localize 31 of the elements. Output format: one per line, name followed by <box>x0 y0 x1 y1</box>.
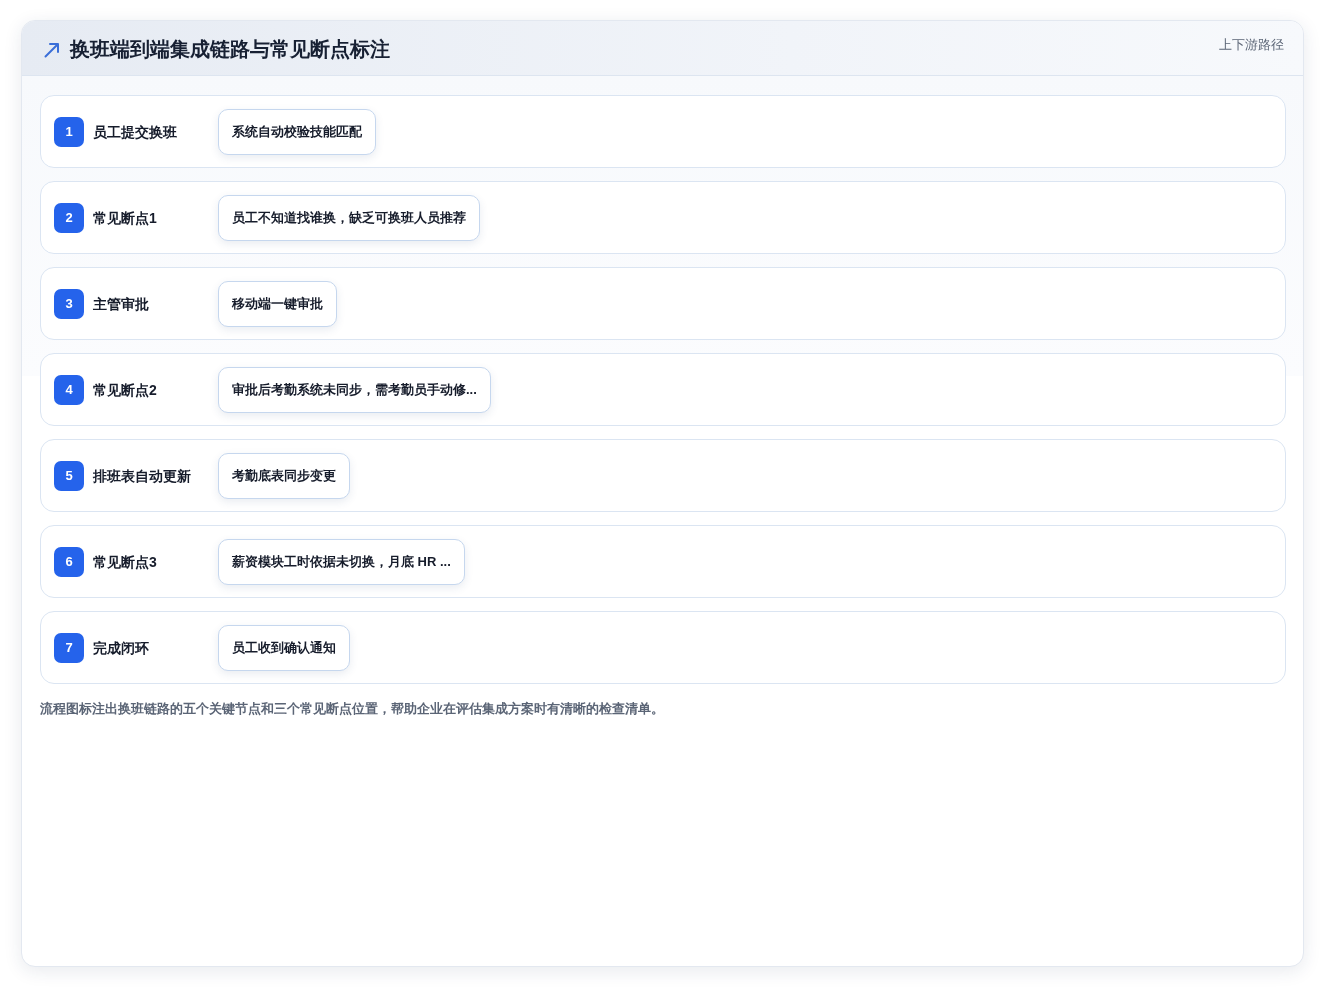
number-badge: 1 <box>54 117 84 147</box>
detail-box: 考勤底表同步变更 <box>218 453 350 499</box>
step-label: 常见断点1 <box>93 209 157 228</box>
number-badge: 5 <box>54 461 84 491</box>
number-badge: 3 <box>54 289 84 319</box>
detail-box: 审批后考勤系统未同步，需考勤员手动修... <box>218 367 491 413</box>
title: 换班端到端集成链路与常见断点标注 <box>70 37 390 62</box>
step-label: 排班表自动更新 <box>93 467 191 486</box>
step-row <box>40 611 1286 684</box>
detail-box: 薪资模块工时依据未切换，月底 HR ... <box>218 539 465 585</box>
step-label: 常见断点3 <box>93 553 157 572</box>
step-label: 完成闭环 <box>93 639 149 658</box>
detail-box: 移动端一键审批 <box>218 281 337 327</box>
step-row <box>40 439 1286 512</box>
step-row <box>40 95 1286 168</box>
detail-box: 系统自动校验技能匹配 <box>218 109 376 155</box>
step-label: 常见断点2 <box>93 381 157 400</box>
step-label: 主管审批 <box>93 295 149 314</box>
step-label: 员工提交换班 <box>93 123 177 142</box>
step-row <box>40 525 1286 598</box>
detail-box: 员工收到确认通知 <box>218 625 350 671</box>
number-badge: 2 <box>54 203 84 233</box>
number-badge: 6 <box>54 547 84 577</box>
number-badge: 4 <box>54 375 84 405</box>
header-note: 上下游路径 <box>1219 36 1284 54</box>
step-row <box>40 353 1286 426</box>
detail-box: 员工不知道找谁换，缺乏可换班人员推荐 <box>218 195 480 241</box>
number-badge: 7 <box>54 633 84 663</box>
caption: 流程图标注出换班链路的五个关键节点和三个常见断点位置，帮助企业在评估集成方案时有清晰的检查清单。 <box>40 700 664 718</box>
step-row <box>40 181 1286 254</box>
step-row <box>40 267 1286 340</box>
